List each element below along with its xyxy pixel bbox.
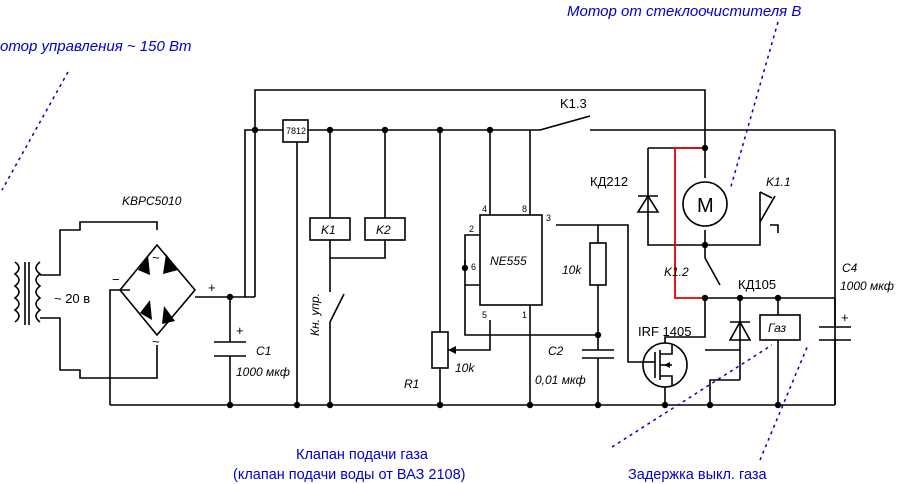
c4-name: C4 [842, 261, 858, 275]
regulator-7812 [282, 119, 309, 143]
junction-dots [226, 126, 782, 409]
contact-k12 [704, 257, 721, 286]
diode-bridge [118, 243, 197, 337]
motor-control-annotation: отор управления ~ 150 Вт [0, 38, 192, 55]
relay-k2 [364, 217, 406, 241]
c1-name: C1 [256, 344, 271, 358]
resistor-value: 10k [562, 263, 582, 277]
motor-wiper-annotation: Мотор от стеклоочистителя В [567, 3, 801, 20]
gas-coil-label: Газ [768, 321, 787, 335]
pin-5: 5 [482, 310, 487, 320]
annotation-leaders [1, 21, 809, 461]
transformer [13, 261, 42, 325]
gas-valve-coil [759, 314, 801, 341]
c1-value: 1000 мкф [236, 365, 290, 379]
bridge-ac-top: ~ [152, 250, 160, 265]
motor-label: M [697, 195, 714, 217]
pin-1: 1 [522, 310, 527, 320]
gas-delay-annotation: Задержка выкл. газа [628, 467, 768, 483]
contact-k11 [759, 191, 779, 233]
bridge-ac-bottom: ~ [152, 334, 160, 349]
r1-value: 10k [455, 361, 475, 375]
k11-label: K1.1 [766, 175, 791, 189]
bridge-plus: + [208, 280, 216, 295]
transformer-voltage-label: ~ 20 в [54, 291, 90, 306]
pin-3: 3 [546, 213, 551, 223]
ne555-label: NE555 [490, 254, 527, 268]
bridge-minus: − [112, 272, 120, 287]
kd105-label: КД105 [738, 277, 776, 292]
wiper-motor [682, 181, 728, 227]
c2-name: C2 [548, 344, 564, 358]
button-label: Кн. упр. [308, 293, 322, 336]
bridge-label: KBPC5010 [122, 194, 182, 208]
c4-plus: + [841, 310, 849, 325]
contact-k13 [539, 115, 591, 131]
potentiometer-r1 [431, 331, 449, 369]
regulator-label: 7812 [286, 126, 306, 136]
pin-2: 2 [469, 224, 474, 234]
mosfet-irf1405 [642, 342, 688, 388]
c2-value: 0,01 мкф [535, 373, 586, 387]
pin-8: 8 [522, 204, 527, 214]
relay-k2-label: K2 [376, 223, 391, 237]
k12-label: K1.2 [664, 265, 689, 279]
resistor-10k [589, 242, 607, 286]
capacitor-c4 [819, 326, 851, 341]
relay-k1-label: K1 [321, 223, 336, 237]
kd212-label: КД212 [590, 174, 628, 189]
diode-kd212 [636, 194, 660, 213]
mosfet-label: IRF 1405 [638, 324, 691, 339]
capacitor-c1 [214, 341, 246, 357]
c4-value: 1000 мкф [840, 279, 894, 293]
pin-4: 4 [482, 204, 487, 214]
capacitor-c2 [582, 349, 614, 359]
relay-k1 [309, 217, 351, 241]
k13-label: K1.3 [560, 96, 587, 111]
gas-valve-note-annotation: (клапан подачи воды от ВАЗ 2108) [233, 467, 465, 483]
diode-kd105 [728, 320, 752, 341]
r1-name: R1 [404, 377, 419, 391]
gas-valve-annotation: Клапан подачи газа [296, 447, 429, 463]
pin-6: 6 [471, 262, 476, 272]
ne555-ic [479, 214, 543, 306]
c1-plus: + [236, 323, 244, 338]
control-button [329, 293, 345, 323]
